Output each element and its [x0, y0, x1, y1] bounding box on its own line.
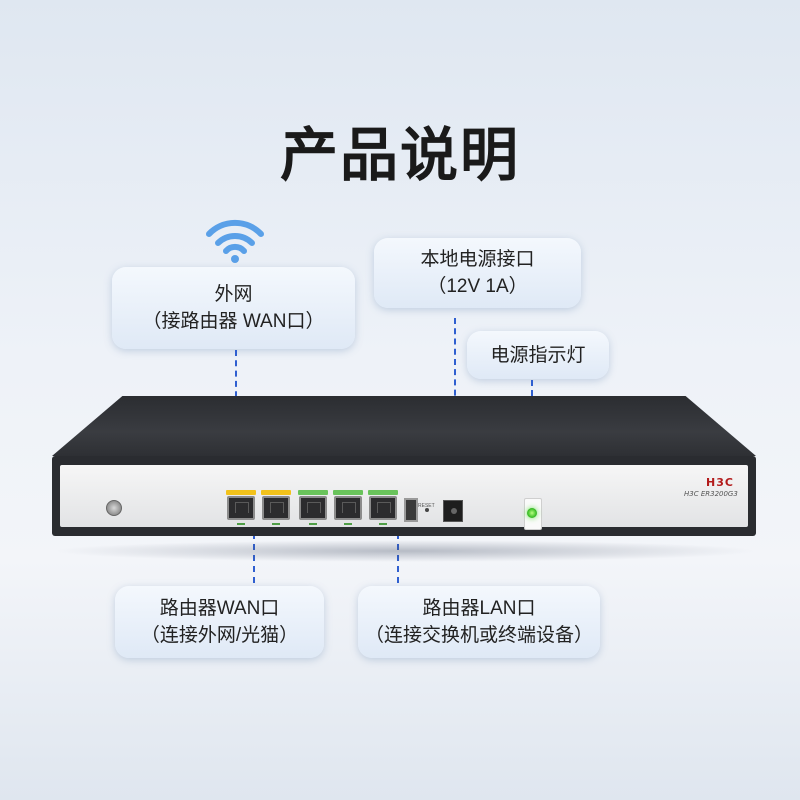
reset-label: RESET	[418, 503, 435, 509]
reset-button	[425, 508, 429, 512]
callout-router-lan-title: 路由器LAN口	[422, 598, 536, 619]
brand-logo: H3C	[706, 476, 734, 489]
callout-external-network: 外网 （接路由器 WAN口）	[112, 267, 355, 349]
power-jack	[443, 500, 463, 522]
port-label-wan1	[226, 490, 256, 495]
callout-external-network-title: 外网	[214, 284, 253, 305]
port-label-lan2	[333, 490, 363, 495]
port-label-lan3	[368, 490, 398, 495]
callout-power-port: 本地电源接口 （12V 1A）	[374, 238, 581, 308]
model-label: H3C ER3200G3	[684, 490, 738, 498]
ethernet-port-wan1	[227, 496, 255, 520]
page-title: 产品说明	[279, 121, 520, 189]
callout-router-wan-note: （连接外网/光猫）	[140, 625, 299, 646]
callout-power-port-title: 本地电源接口	[420, 249, 535, 270]
ethernet-port-lan2	[334, 496, 362, 520]
power-led-icon	[527, 508, 537, 518]
callout-router-lan-note: （连接交换机或终端设备）	[364, 625, 593, 646]
port-led-lan2	[344, 523, 352, 525]
usb-port	[404, 498, 418, 522]
callout-router-wan: 路由器WAN口 （连接外网/光猫）	[115, 586, 324, 658]
port-led-lan3	[379, 523, 387, 525]
callout-router-lan: 路由器LAN口 （连接交换机或终端设备）	[358, 586, 600, 658]
port-led-wan1	[237, 523, 245, 525]
ethernet-port-lan3	[369, 496, 397, 520]
port-label-lan1	[298, 490, 328, 495]
ground-screw-icon	[106, 500, 122, 516]
router-top-cover	[52, 396, 756, 456]
connector-router-lan	[397, 533, 399, 583]
callout-power-led: 电源指示灯	[467, 331, 609, 379]
port-led-wan2	[272, 523, 280, 525]
port-label-wan2	[261, 490, 291, 495]
callout-external-network-note: （接路由器 WAN口）	[142, 311, 325, 332]
device-shadow	[52, 540, 758, 562]
wifi-icon	[206, 219, 264, 263]
ethernet-port-lan1	[299, 496, 327, 520]
connector-router-wan	[253, 533, 255, 583]
port-led-lan1	[309, 523, 317, 525]
callout-power-port-note: （12V 1A）	[427, 276, 528, 297]
callout-router-wan-title: 路由器WAN口	[159, 598, 280, 619]
callout-power-led-title: 电源指示灯	[490, 344, 586, 366]
ethernet-port-wan2	[262, 496, 290, 520]
